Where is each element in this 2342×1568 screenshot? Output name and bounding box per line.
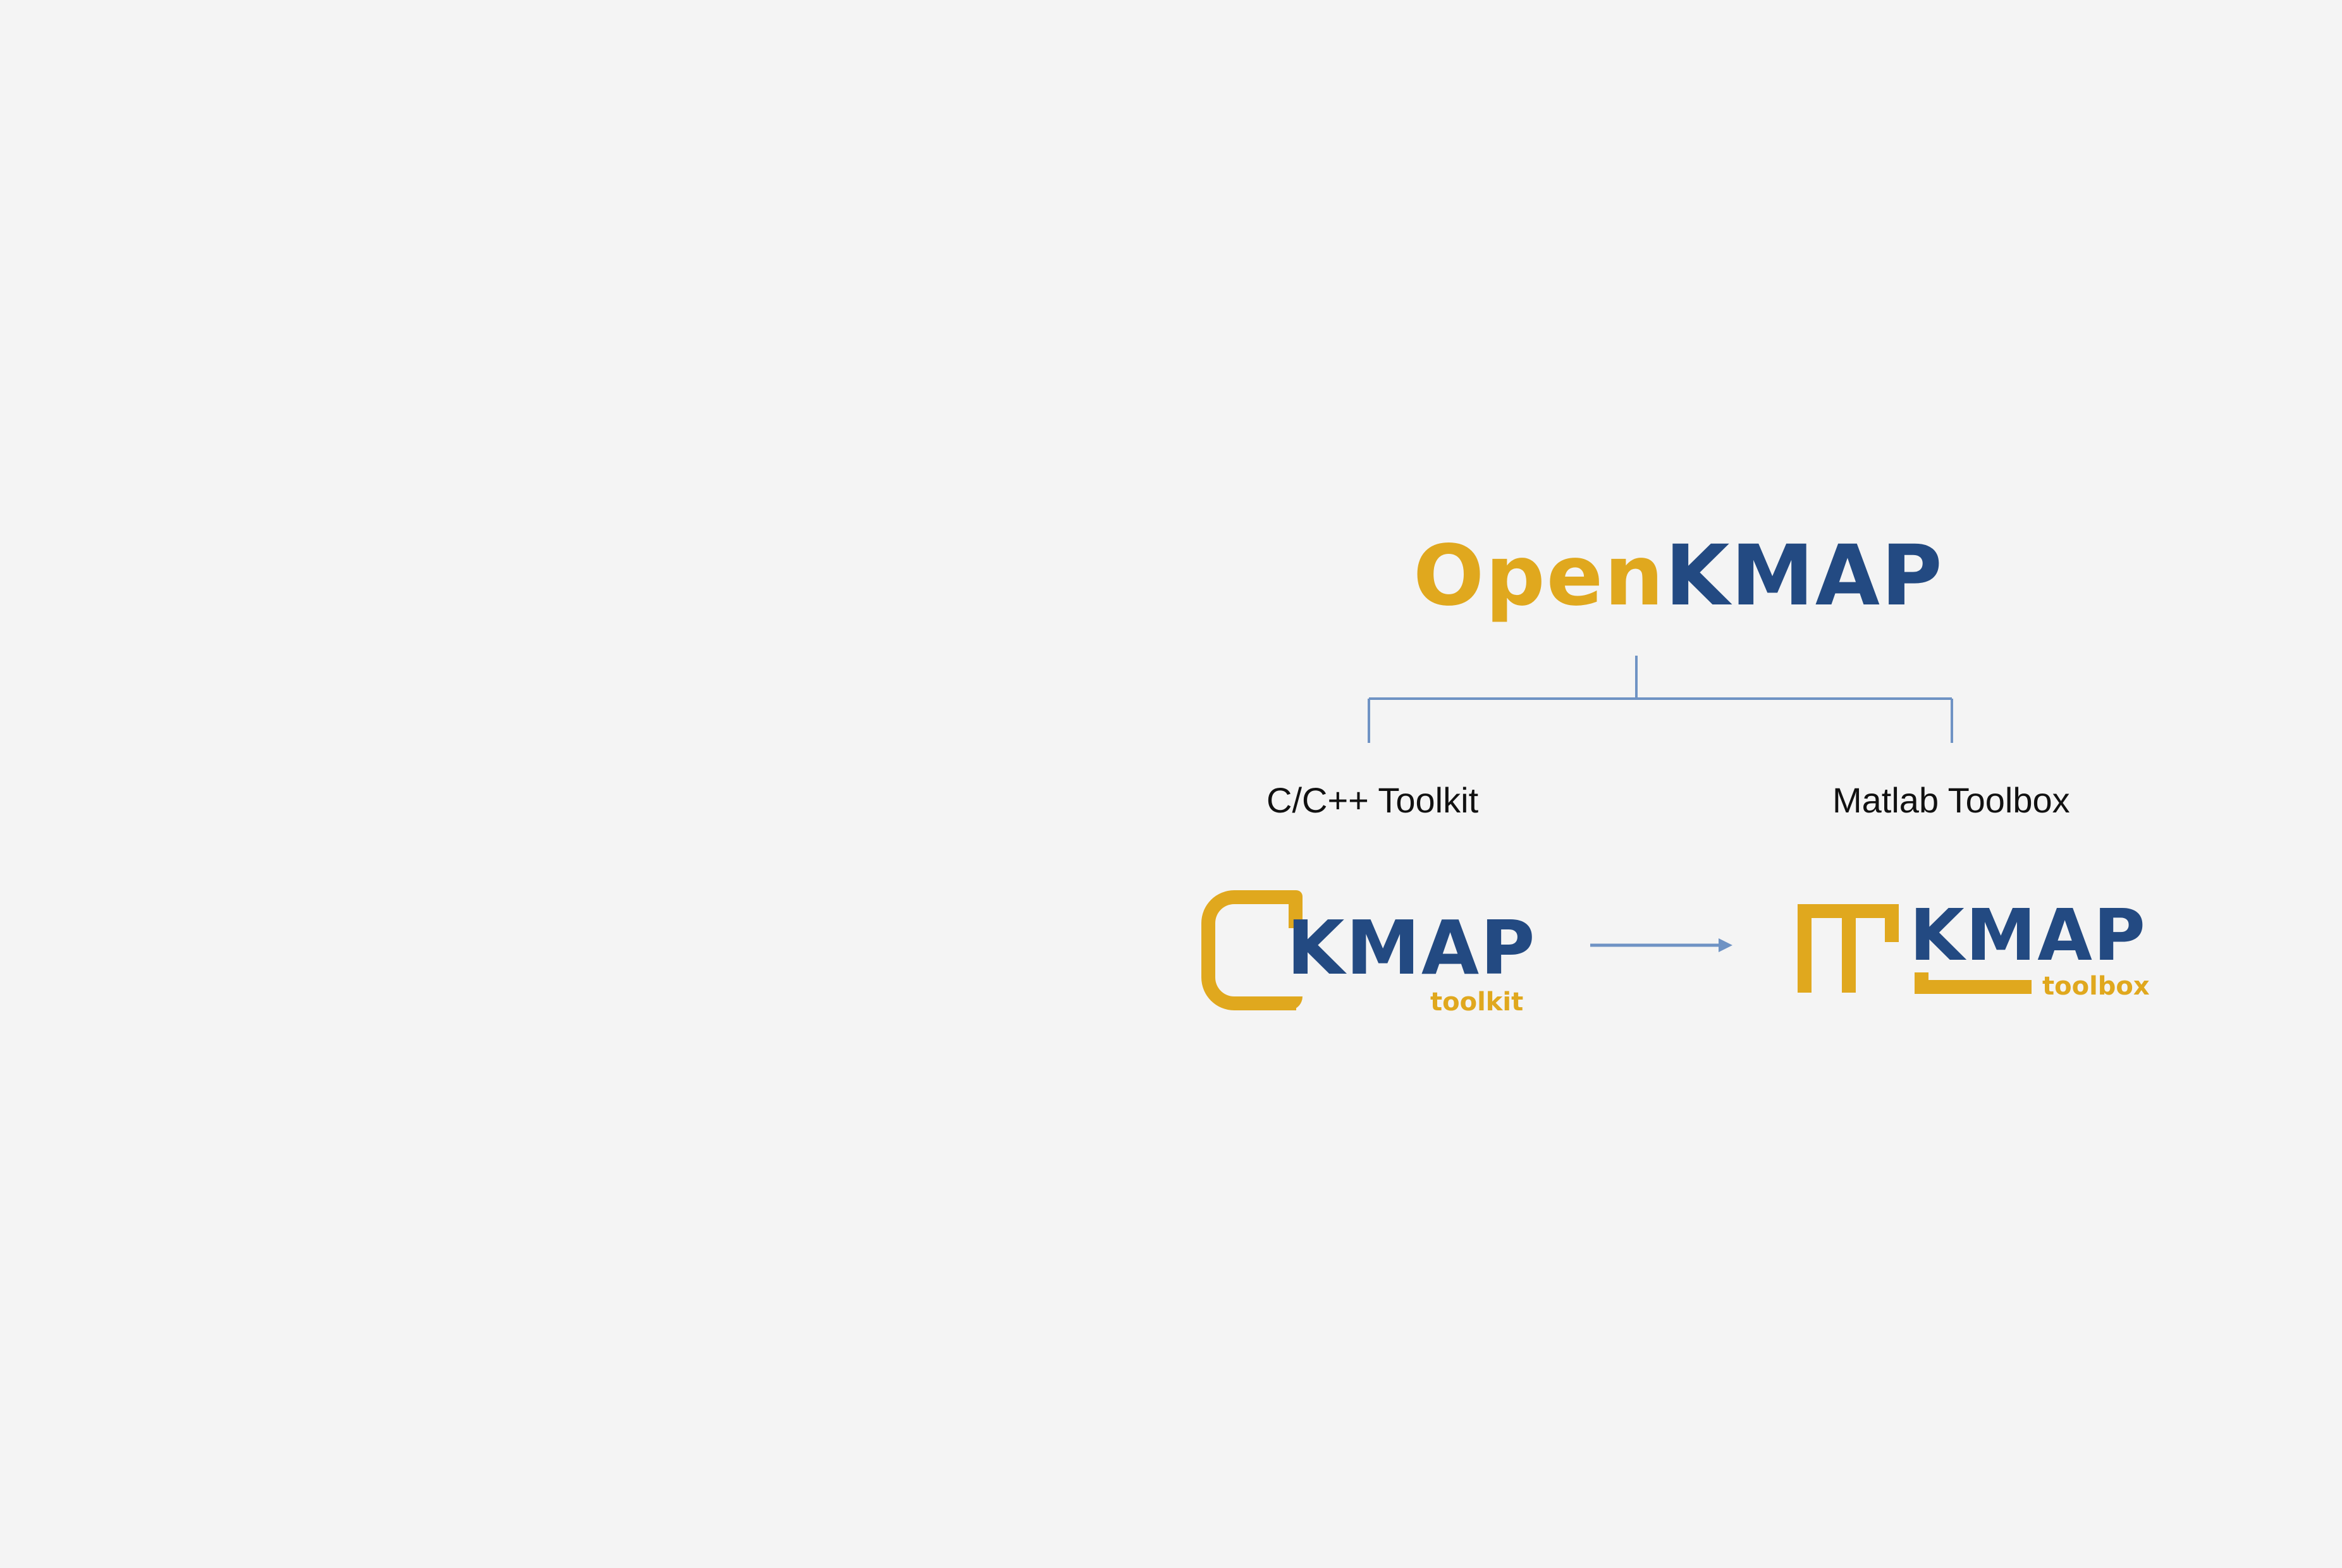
ckmap-c-bottom — [1265, 996, 1303, 1010]
mkmap-logo-subtitle: toolbox — [2042, 972, 2150, 1001]
ckmap-c-shape — [1201, 890, 1296, 1010]
ckmap-c-tail — [1289, 890, 1303, 928]
mkmap-underline — [1915, 980, 2032, 994]
ckmap-toolkit-logo: KMAP toolkit — [1201, 885, 1535, 1031]
ckmap-logo-subtitle: toolkit — [1430, 988, 1524, 1017]
branch-label-cpp-toolkit: C/C++ Toolkit — [1266, 780, 1479, 820]
branch-label-matlab-toolbox: Matlab Toolbox — [1832, 780, 2070, 820]
mkmap-underline-tick — [1915, 972, 1928, 994]
mkmap-toolbox-logo: KMAP toolbox — [1793, 895, 2150, 1024]
root-title-kmap: KMAP — [1665, 527, 1944, 625]
flow-arrow-head — [1719, 938, 1732, 952]
mkmap-m-shape — [1798, 904, 1905, 999]
root-title: OpenKMAP — [1413, 534, 1944, 618]
ckmap-logo-name: KMAP — [1287, 904, 1536, 991]
mkmap-logo-name: KMAP — [1910, 895, 2147, 977]
root-title-open: Open — [1413, 527, 1665, 625]
